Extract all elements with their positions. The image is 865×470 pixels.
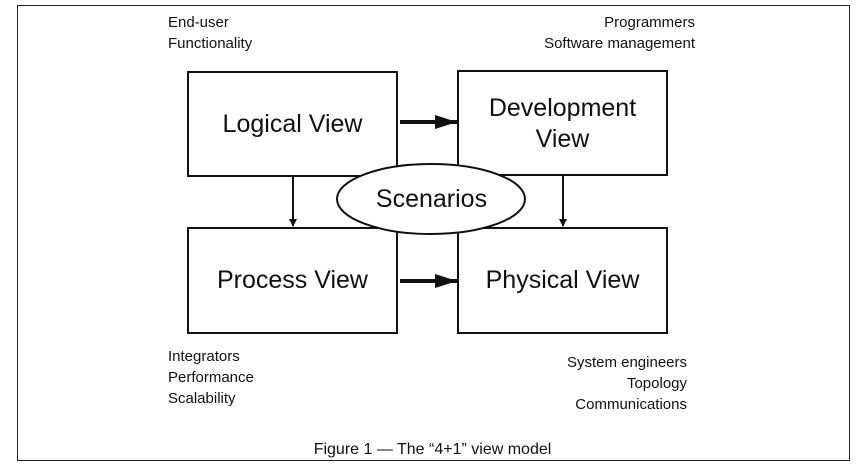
scenarios-ellipse	[336, 163, 526, 235]
logical-view-label: Logical View	[222, 109, 363, 138]
note-development-stakeholders: Programmers Software management	[544, 12, 695, 54]
note-line: Software management	[544, 35, 695, 52]
physical-view-box: Physical View	[457, 227, 668, 334]
development-view-box: Development View	[457, 70, 668, 176]
figure-caption: Figure 1 — The “4+1” view model	[313, 441, 552, 458]
process-view-box: Process View	[187, 227, 398, 334]
note-logical-stakeholders: End-user Functionality	[168, 12, 252, 54]
development-view-label-line2: View	[535, 125, 590, 153]
development-view-label-line1: Development	[488, 94, 637, 123]
note-line: Integrators	[168, 348, 240, 365]
note-physical-stakeholders: System engineers Topology Communications	[567, 352, 687, 415]
note-line: End-user	[168, 14, 229, 31]
note-line: Topology	[626, 375, 687, 392]
physical-view-label: Physical View	[485, 266, 640, 295]
logical-view-box: Logical View	[187, 71, 398, 177]
process-view-label: Process View	[217, 266, 368, 295]
note-line: Programmers	[604, 14, 695, 31]
note-line: Communications	[575, 396, 687, 413]
note-line: Scalability	[168, 390, 236, 407]
scenarios-label: Scenarios	[375, 184, 488, 213]
note-line: Functionality	[168, 35, 253, 52]
note-line: System engineers	[566, 354, 687, 371]
note-line: Performance	[168, 369, 254, 386]
note-process-stakeholders: Integrators Performance Scalability	[168, 346, 254, 409]
